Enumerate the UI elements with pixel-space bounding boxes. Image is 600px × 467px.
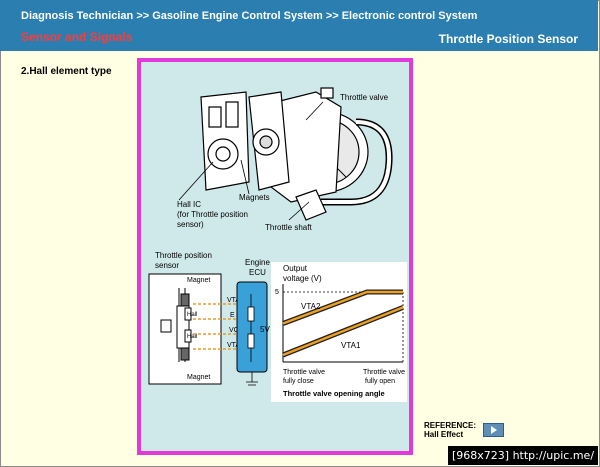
label-throttle-shaft: Throttle shaft [265, 223, 312, 232]
play-icon [490, 426, 497, 434]
chart-x-start: Throttle valve [283, 369, 325, 376]
series-vta2-fill [282, 290, 403, 325]
pin-vta1: VTA1 [227, 297, 244, 304]
label-ecu: ECU [249, 268, 266, 277]
label-magnet-bottom: Magnet [187, 374, 210, 381]
play-button[interactable] [483, 423, 504, 437]
chart-xlabel: Throttle valve opening angle [283, 389, 385, 398]
label-throttle-valve: Throttle valve [340, 93, 389, 102]
label-tps-2: sensor [155, 261, 179, 270]
reference-link[interactable]: Hall Effect [424, 430, 464, 439]
label-hall-ic-sub: (for Throttle position [177, 210, 248, 219]
header-bar: Diagnosis Technician >> Gasoline Engine … [0, 0, 598, 51]
watermark: [968x723] http://upic.me/ [448, 446, 598, 465]
pin-vc: VC [229, 327, 239, 334]
label-tps: Throttle position [155, 251, 212, 260]
section-heading: 2.Hall element type [21, 66, 112, 77]
label-hall-bottom: Hall [187, 334, 197, 340]
chart-y-tick-5: 5 [275, 289, 279, 296]
pin-vta2: VTA2 [227, 342, 244, 349]
pin-e: E [230, 312, 235, 319]
reference-title: REFERENCE: [424, 421, 477, 430]
label-5v: 5V [260, 325, 270, 334]
throttle-body-illustration [200, 87, 393, 221]
label-magnet-top: Magnet [187, 277, 210, 284]
chart-ylabel-2: voltage (V) [283, 274, 322, 283]
diagram-svg: Throttle valve Hall IC (for Throttle pos… [148, 87, 407, 402]
reference-label: REFERENCE: Hall Effect [424, 421, 476, 439]
series-vta1-label: VTA1 [341, 341, 361, 350]
series-vta2-label: VTA2 [301, 302, 321, 311]
chart-x-end-2: fully open [365, 378, 395, 385]
chart-x-end: Throttle valve [363, 369, 405, 376]
label-magnets: Magnets [239, 193, 270, 202]
series-vta1-fill [282, 306, 404, 357]
label-hall-top: Hall [187, 312, 197, 318]
label-hall-ic: Hall IC [177, 200, 201, 209]
page-title: Sensor and Signals [21, 30, 133, 44]
topic-title: Throttle Position Sensor [438, 32, 578, 46]
label-hall-ic-sub2: sensor) [177, 220, 204, 229]
chart-ylabel: Output [283, 264, 308, 273]
breadcrumb[interactable]: Diagnosis Technician >> Gasoline Engine … [21, 10, 478, 22]
diagram-panel: Throttle valve Hall IC (for Throttle pos… [137, 58, 413, 455]
label-engine: Engine [245, 258, 270, 267]
chart-x-start-2: fully close [283, 378, 314, 385]
